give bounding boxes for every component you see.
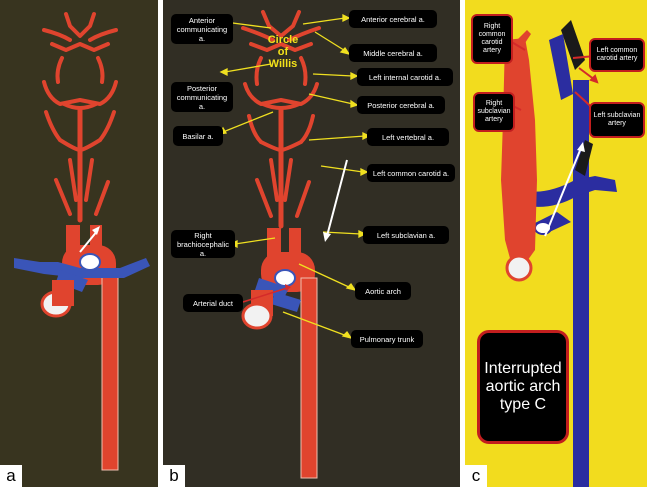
label-anterior-cerebral: Anterior cerebral a.	[349, 10, 437, 28]
panel-a-vessel-model	[0, 0, 158, 487]
label-left-vertebral: Left vertebral a.	[367, 128, 449, 146]
label-right-brachiocephalic: Right brachiocephalic a.	[171, 230, 235, 258]
label-anterior-communicating: Anterior communicating a.	[171, 14, 233, 44]
label-left-internal-carotid: Left internal carotid a.	[357, 68, 453, 86]
label-left-common-carotid: Left common carotid a.	[367, 164, 455, 182]
label-left-common-carotid-c: Left common carotid artery	[589, 38, 645, 72]
label-arterial-duct: Arterial duct	[183, 294, 243, 312]
panel-a: a	[0, 0, 158, 487]
label-pulmonary-trunk: Pulmonary trunk	[351, 330, 423, 348]
label-left-subclavian-c: Left subclavian artery	[589, 102, 645, 138]
panel-c: Right common carotid artery Left common …	[465, 0, 647, 487]
panel-c-letter: c	[465, 465, 487, 487]
label-right-subclavian: Right subclavian artery	[473, 92, 515, 132]
panel-b-letter: b	[163, 465, 185, 487]
label-aortic-arch: Aortic arch	[355, 282, 411, 300]
label-posterior-cerebral: Posterior cerebral a.	[357, 96, 445, 114]
panel-a-letter: a	[0, 465, 22, 487]
label-basilar: Basilar a.	[173, 126, 223, 146]
label-middle-cerebral: Middle cerebral a.	[349, 44, 437, 62]
circle-of-willis-label: Circle of Willis	[265, 34, 301, 70]
label-left-subclavian: Left subclavian a.	[363, 226, 449, 244]
interrupted-aortic-arch-title: Interrupted aortic arch type C	[477, 330, 569, 444]
panel-b: Circle of Willis Anterior communicating …	[163, 0, 460, 487]
label-right-common-carotid: Right common carotid artery	[471, 14, 513, 64]
label-posterior-communicating: Posterior communicating a.	[171, 82, 233, 112]
